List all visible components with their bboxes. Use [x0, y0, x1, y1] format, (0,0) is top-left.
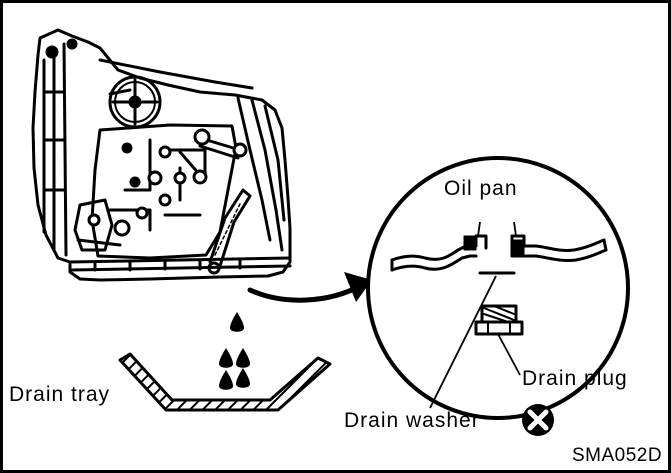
detail-circle — [366, 156, 630, 420]
drain-tray-label: Drain tray — [9, 383, 111, 406]
figure-code: SMA052D — [572, 445, 663, 466]
transmission-illustration — [31, 28, 292, 282]
leader-lines — [429, 221, 521, 409]
drain-plug-label: Drain plug — [522, 367, 628, 390]
drain-washer-label: Drain washer — [344, 409, 480, 432]
x-circle-icon — [522, 404, 554, 436]
magnified-detail — [366, 156, 630, 420]
flow-arrow — [247, 272, 372, 303]
oil-drop-icons — [219, 312, 250, 390]
drain-tray-illustration — [118, 352, 332, 412]
oil-pan-label: Oil pan — [444, 177, 518, 200]
